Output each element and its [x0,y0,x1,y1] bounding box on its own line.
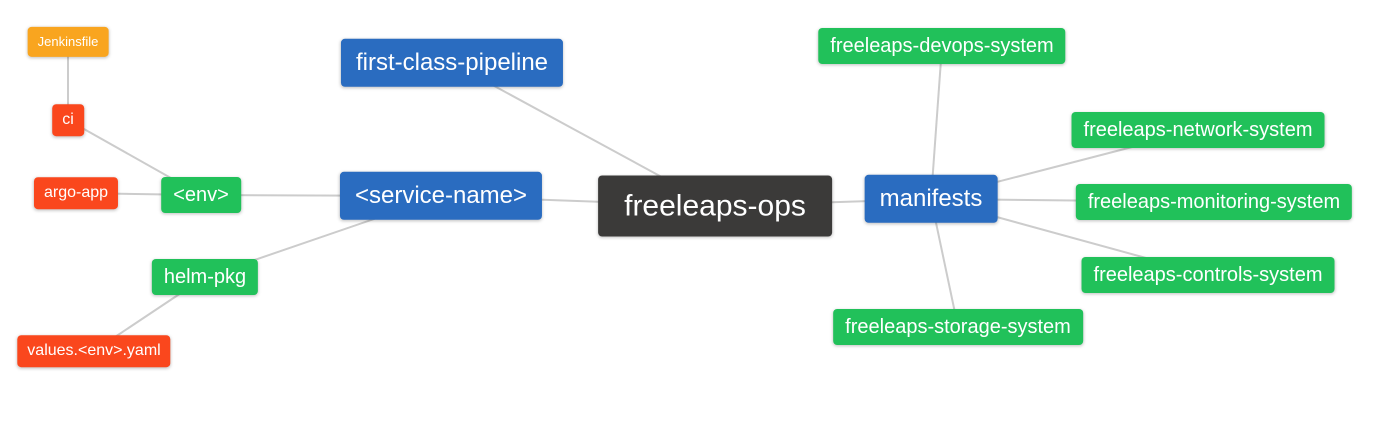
node-first-class-pipeline[interactable]: first-class-pipeline [340,38,564,88]
node-env[interactable]: <env> [161,177,241,213]
node-freeleaps-monitoring-system[interactable]: freeleaps-monitoring-system [1075,184,1353,220]
node-argo-app[interactable]: argo-app [33,177,119,209]
node-freeleaps-controls-system[interactable]: freeleaps-controls-system [1081,257,1335,293]
node-service-name[interactable]: <service-name> [339,171,543,221]
node-freeleaps-devops-system[interactable]: freeleaps-devops-system [818,28,1066,64]
node-ci[interactable]: ci [52,104,84,136]
node-helm-pkg[interactable]: helm-pkg [151,259,259,295]
node-values-env-yaml[interactable]: values.<env>.yaml [17,335,171,367]
node-freeleaps-storage-system[interactable]: freeleaps-storage-system [833,309,1083,345]
node-freeleaps-ops[interactable]: freeleaps-ops [598,175,832,237]
node-freeleaps-network-system[interactable]: freeleaps-network-system [1071,112,1325,148]
edge-manifests--freeleaps-devops-system [930,45,943,200]
node-manifests[interactable]: manifests [864,174,998,224]
node-jenkinsfile[interactable]: Jenkinsfile [27,26,109,58]
